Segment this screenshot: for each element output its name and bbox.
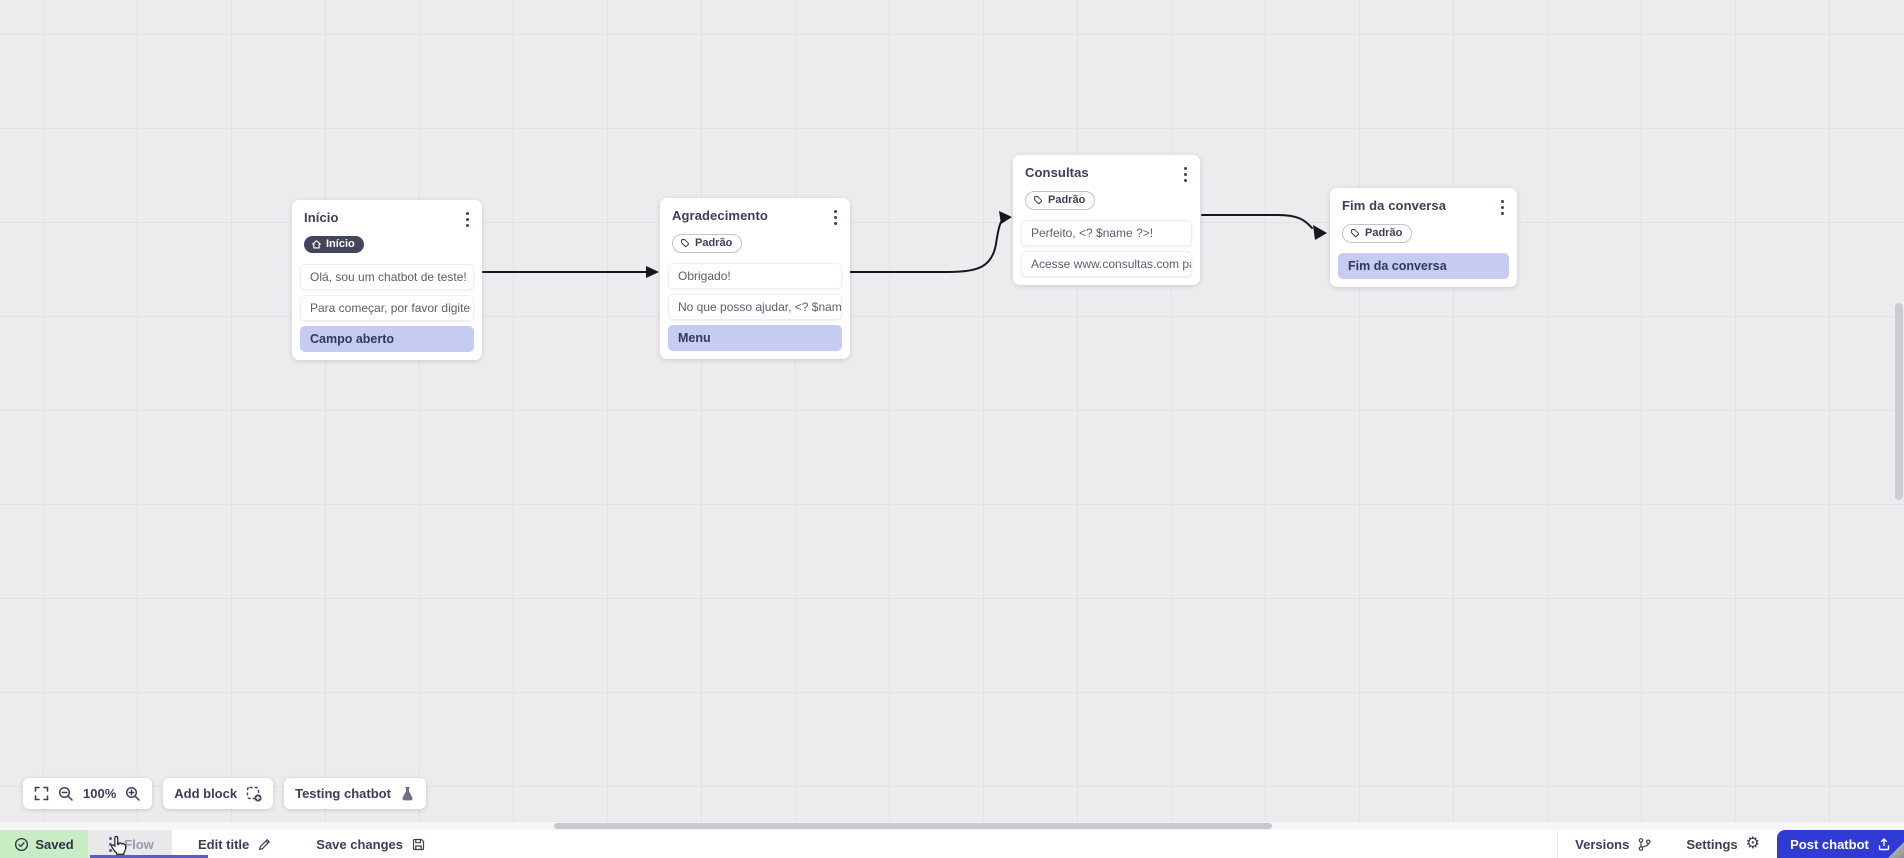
node-menu-icon[interactable] xyxy=(1498,198,1507,217)
post-chatbot-label: Post chatbot xyxy=(1790,836,1869,852)
message-bubble[interactable]: Para começar, por favor digite o ... xyxy=(300,295,474,321)
add-block-icon xyxy=(246,786,262,802)
zoom-in-icon[interactable] xyxy=(125,786,141,802)
message-bubble[interactable]: Perfeito, <? $name ?>! xyxy=(1021,220,1192,246)
node-title: Agradecimento xyxy=(672,208,768,223)
node-menu-icon[interactable] xyxy=(831,208,840,227)
tab-flow[interactable]: Flow xyxy=(88,830,172,858)
branch-icon xyxy=(1639,837,1651,851)
message-bubble[interactable]: Olá, sou um chatbot de teste! xyxy=(300,264,474,290)
zoom-out-icon[interactable] xyxy=(58,786,74,802)
node-items: Fim da conversa xyxy=(1338,253,1509,279)
add-block-button[interactable]: Add block xyxy=(163,778,274,809)
statusbar-spacer xyxy=(440,830,1557,858)
fullscreen-icon[interactable] xyxy=(34,786,49,801)
node-items: Obrigado! No que posso ajudar, <? $name … xyxy=(668,263,842,351)
save-icon xyxy=(412,838,425,850)
badge-label: Início xyxy=(326,238,355,250)
node-type-badge: Padrão xyxy=(1342,224,1413,243)
badge-label: Padrão xyxy=(695,237,733,249)
node-header: Agradecimento xyxy=(660,198,850,227)
save-changes-button[interactable]: Save changes xyxy=(302,830,440,858)
check-circle-icon xyxy=(15,837,29,851)
flow-tab-label: Flow xyxy=(124,836,154,852)
node-title: Início xyxy=(304,210,339,225)
horizontal-scrollbar-track[interactable] xyxy=(0,821,1904,830)
upload-icon xyxy=(1878,838,1890,851)
status-bar: Saved Flow Edit title Save changes Versi… xyxy=(0,830,1904,858)
message-bubble[interactable]: No que posso ajudar, <? $name ... xyxy=(668,294,842,320)
statusbar-right-group: Versions Settings ⚙ Post chatbot xyxy=(1557,830,1904,858)
versions-label: Versions xyxy=(1575,836,1630,852)
saved-status: Saved xyxy=(0,830,88,858)
node-menu-icon[interactable] xyxy=(463,210,472,229)
edit-title-button[interactable]: Edit title xyxy=(184,830,287,858)
zoom-controls: 100% xyxy=(23,778,153,809)
settings-label: Settings xyxy=(1686,836,1738,852)
badge-label: Padrão xyxy=(1365,227,1403,239)
tag-icon xyxy=(1351,229,1360,238)
message-bubble[interactable]: Acesse www.consultas.com par... xyxy=(1021,251,1192,277)
node-type-badge: Início xyxy=(304,236,364,253)
node-items: Olá, sou um chatbot de teste! Para começ… xyxy=(300,264,474,352)
node-menu-icon[interactable] xyxy=(1181,165,1190,184)
save-changes-label: Save changes xyxy=(316,836,403,852)
vertical-scrollbar-thumb[interactable] xyxy=(1895,303,1903,500)
flow-node-agradecimento[interactable]: Agradecimento Padrão Obrigado! No que po… xyxy=(660,198,850,359)
saved-label: Saved xyxy=(35,836,74,852)
node-type-badge: Padrão xyxy=(1025,191,1096,210)
edit-title-label: Edit title xyxy=(198,836,250,852)
flow-node-consultas[interactable]: Consultas Padrão Perfeito, <? $name ?>! … xyxy=(1013,155,1200,285)
flow-menu-icon[interactable] xyxy=(106,835,115,854)
node-items: Perfeito, <? $name ?>! Acesse www.consul… xyxy=(1021,220,1192,277)
node-header: Início xyxy=(292,200,482,229)
menu-block[interactable]: Menu xyxy=(668,325,842,351)
post-chatbot-button[interactable]: Post chatbot xyxy=(1777,830,1904,858)
tag-icon xyxy=(681,239,690,248)
add-block-label: Add block xyxy=(174,786,238,801)
flask-icon xyxy=(400,786,415,802)
canvas-toolbar: 100% Add block Testing chatbot xyxy=(23,778,426,809)
input-block[interactable]: Campo aberto xyxy=(300,326,474,352)
node-header: Fim da conversa xyxy=(1330,188,1517,217)
gear-icon: ⚙ xyxy=(1745,835,1760,852)
active-tab-underline xyxy=(90,855,208,858)
zoom-level: 100% xyxy=(83,786,117,801)
badge-label: Padrão xyxy=(1048,194,1086,206)
pencil-icon xyxy=(259,838,271,850)
versions-button[interactable]: Versions xyxy=(1558,830,1670,858)
node-title: Consultas xyxy=(1025,165,1089,180)
settings-button[interactable]: Settings ⚙ xyxy=(1669,830,1777,858)
testing-chatbot-button[interactable]: Testing chatbot xyxy=(284,778,426,809)
horizontal-scrollbar-thumb[interactable] xyxy=(554,823,1272,829)
node-title: Fim da conversa xyxy=(1342,198,1447,213)
end-block[interactable]: Fim da conversa xyxy=(1338,253,1509,279)
home-icon xyxy=(312,240,321,249)
message-bubble[interactable]: Obrigado! xyxy=(668,263,842,289)
flow-node-fim[interactable]: Fim da conversa Padrão Fim da conversa xyxy=(1330,188,1517,287)
tag-icon xyxy=(1034,196,1043,205)
flow-node-inicio[interactable]: Início Início Olá, sou um chatbot de tes… xyxy=(292,200,482,360)
testing-chatbot-label: Testing chatbot xyxy=(295,786,391,801)
node-header: Consultas xyxy=(1013,155,1200,184)
node-type-badge: Padrão xyxy=(672,234,743,253)
